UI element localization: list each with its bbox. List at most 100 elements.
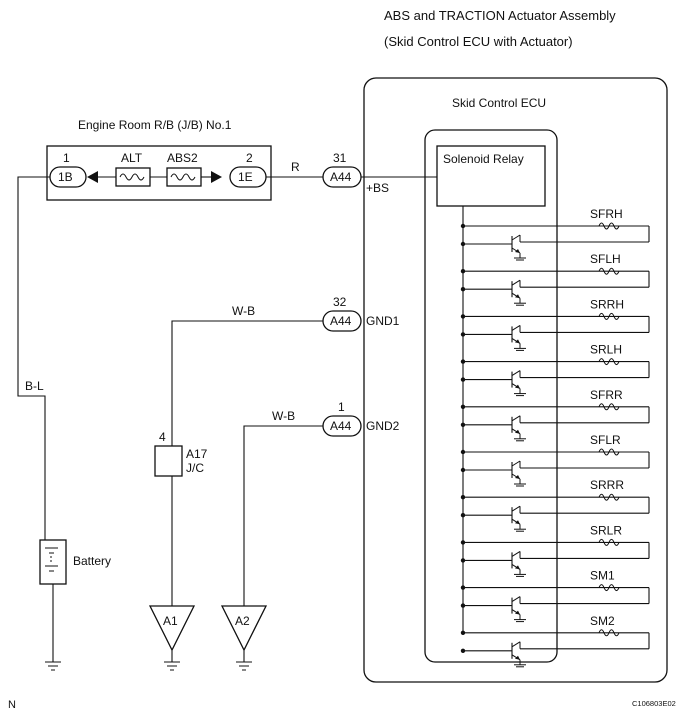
relay-pin-right: 2: [246, 151, 253, 165]
emitter-arrow-icon: [515, 520, 520, 525]
fuse-icon: [170, 173, 196, 181]
connector-a44-gnd1: [322, 310, 362, 332]
pin-32: 32: [333, 295, 347, 309]
junction-dot: [460, 332, 466, 337]
figure-code: C106803E02: [632, 699, 676, 708]
jc-pin: 4: [159, 430, 166, 444]
connector-a44-gnd1-label: A44: [330, 314, 352, 328]
wire-r-label: R: [291, 160, 300, 174]
connector-a44-gnd2-label: A44: [330, 419, 352, 433]
transistor-collector: [511, 279, 521, 286]
solenoid-relay-label: Solenoid Relay: [443, 152, 524, 166]
terminal-bs: +BS: [366, 181, 389, 195]
coil-icon: [598, 403, 620, 411]
transistor-collector: [511, 641, 521, 648]
ecu-inner-box: [424, 129, 558, 663]
coil-icon: [598, 358, 620, 366]
solenoid-row-sm2-label: SM2: [590, 614, 615, 628]
coil-icon: [598, 584, 620, 592]
emitter-arrow-icon: [515, 339, 520, 344]
junction-dot: [460, 287, 466, 292]
junction-connector-a17: [154, 445, 183, 477]
coil-icon: [598, 312, 620, 320]
junction-dot: [460, 603, 466, 608]
ground-icon: [236, 661, 252, 671]
wire-bl-label: B-L: [25, 379, 44, 393]
jc-type: J/C: [186, 461, 204, 475]
transistor-collector: [511, 550, 521, 557]
arrow-right-icon: [211, 171, 222, 183]
transistor-collector: [511, 505, 521, 512]
connector-a44-bs-label: A44: [330, 170, 352, 184]
pin-1: 1: [338, 400, 345, 414]
coil-icon: [598, 629, 620, 637]
fuse-abs2-label: ABS2: [167, 151, 198, 165]
battery-box: [39, 539, 67, 585]
corner-mark-left: N: [8, 699, 16, 711]
fuse-icon: [119, 173, 145, 181]
wire-wb1-label: W-B: [232, 304, 255, 318]
junction-dot: [460, 648, 466, 653]
battery-icon: [45, 547, 58, 572]
ground-a2: [220, 605, 268, 652]
solenoid-row-sflr-label: SFLR: [590, 433, 621, 447]
connector-1e-label: 1E: [238, 170, 253, 184]
connector-1b-label: 1B: [58, 170, 73, 184]
emitter-arrow-icon: [515, 429, 520, 434]
relay-pin-left: 1: [63, 151, 70, 165]
emitter-arrow-icon: [515, 475, 520, 479]
emitter-arrow-icon: [515, 655, 520, 660]
transistor-collector: [511, 415, 521, 422]
junction-dot: [460, 558, 466, 563]
transistor-collector: [511, 460, 521, 467]
solenoid-row-sflh-label: SFLH: [590, 252, 621, 266]
coil-icon: [598, 493, 620, 501]
junction-dot: [460, 422, 466, 427]
emitter-arrow-icon: [515, 249, 520, 253]
transistor-collector: [511, 370, 521, 377]
solenoid-relay-box: [436, 145, 546, 207]
transistor-collector: [511, 234, 521, 241]
fuse-abs2: [166, 167, 202, 187]
ground-icon: [164, 661, 180, 671]
coil-icon: [598, 222, 620, 230]
solenoid-row-sfrr-label: SFRR: [590, 388, 623, 402]
coil-icon: [598, 267, 620, 275]
assembly-subtitle: (Skid Control ECU with Actuator): [384, 34, 573, 49]
transistor-collector: [511, 596, 521, 603]
jc-code: A17: [186, 447, 208, 461]
junction-dot: [460, 513, 466, 518]
solenoid-row-srrh-label: SRRH: [590, 297, 624, 311]
coil-icon: [598, 538, 620, 546]
ground-a1-label: A1: [163, 614, 178, 628]
ground-icon: [45, 661, 61, 671]
ecu-label: Skid Control ECU: [452, 96, 546, 110]
arrow-left-icon: [87, 171, 98, 183]
solenoid-row-sm1-label: SM1: [590, 569, 615, 583]
transistor-collector: [511, 324, 521, 331]
ground-a1: [148, 605, 196, 652]
emitter-arrow-icon: [515, 565, 520, 570]
solenoid-row-srrr-label: SRRR: [590, 478, 624, 492]
solenoid-row-srlh-label: SRLH: [590, 343, 622, 357]
coil-icon: [598, 448, 620, 456]
ground-a2-label: A2: [235, 614, 250, 628]
relay-block-title: Engine Room R/B (J/B) No.1: [78, 118, 232, 132]
emitter-arrow-icon: [515, 294, 520, 299]
junction-dot: [460, 241, 466, 247]
wire-wb2-label: W-B: [272, 409, 295, 423]
battery-label: Battery: [73, 554, 111, 568]
junction-dot: [460, 467, 466, 473]
fuse-alt-label: ALT: [121, 151, 143, 165]
solenoid-row-srlr-label: SRLR: [590, 523, 622, 537]
emitter-arrow-icon: [515, 610, 520, 615]
terminal-gnd2: GND2: [366, 419, 400, 433]
pin-31: 31: [333, 151, 347, 165]
fuse-alt: [115, 167, 151, 187]
assembly-title: ABS and TRACTION Actuator Assembly: [384, 8, 616, 23]
connector-a44-gnd2: [322, 415, 362, 437]
solenoid-row-sfrh-label: SFRH: [590, 207, 623, 221]
emitter-arrow-icon: [515, 384, 520, 389]
